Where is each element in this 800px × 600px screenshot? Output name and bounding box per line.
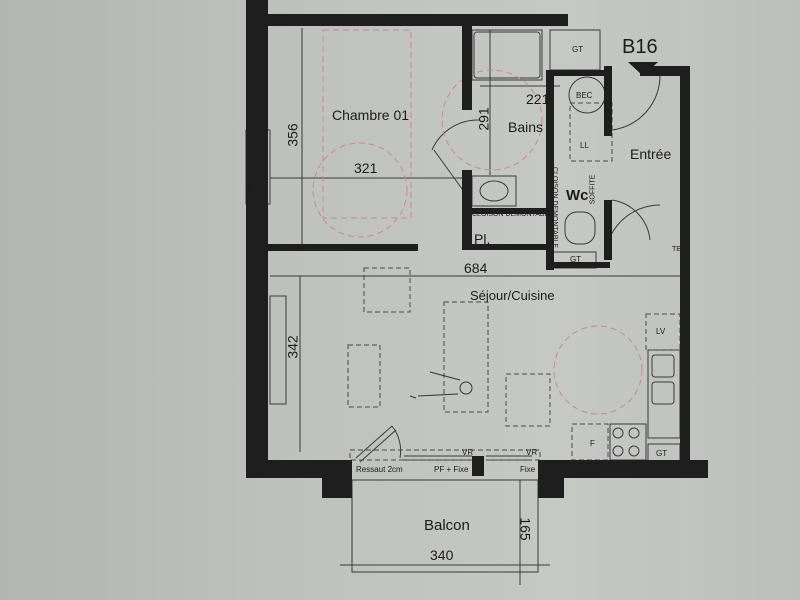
room-label-placard: Pl.	[474, 231, 491, 247]
room-label-chambre: Chambre 01	[332, 107, 410, 123]
fixture-bec: BEC	[576, 91, 593, 100]
window-ref-label: F-08	[245, 180, 253, 195]
fixture-te: TE	[672, 246, 681, 253]
opening-vr-left: VR	[462, 448, 474, 457]
dim-sejour-height: 342	[284, 335, 301, 359]
fixture-gt-wc: GT	[570, 255, 582, 264]
room-label-bains: Bains	[508, 119, 544, 135]
opening-pf-fixe: PF + Fixe	[434, 465, 469, 474]
room-label-entree: Entrée	[630, 146, 672, 162]
dim-chambre-height: 356	[284, 123, 301, 147]
fixture-ll: LL	[580, 141, 589, 150]
dim-bains-height: 291	[475, 107, 492, 131]
room-label-wc: Wc	[566, 187, 589, 204]
unit-id-label: B16	[622, 36, 658, 58]
fixture-cloison-horizontal: CLOISON DEMONTABLE	[472, 211, 554, 218]
fixture-soffite: SOFFITE	[589, 174, 597, 205]
fixture-gt-kitchen: GT	[656, 449, 668, 458]
dim-chambre-width: 321	[354, 160, 378, 176]
fixture-cloison-vertical: CLOISON DEMONTABLE	[551, 166, 559, 249]
dim-bains-width: 221	[526, 91, 550, 107]
fixture-fridge: F	[590, 439, 595, 448]
fixture-gt-top: GT	[572, 45, 584, 54]
room-label-sejour: Séjour/Cuisine	[470, 288, 555, 303]
fixture-lv: LV	[656, 327, 666, 336]
room-label-balcon: Balcon	[424, 517, 470, 534]
dim-balcon-width: 340	[430, 547, 454, 563]
dim-balcon-depth: 165	[517, 517, 534, 541]
dim-sejour-width: 684	[464, 260, 488, 276]
opening-fixe: Fixe	[520, 465, 536, 474]
opening-vr-right: VR	[526, 448, 538, 457]
opening-ressaut: Ressaut 2cm	[356, 465, 403, 474]
